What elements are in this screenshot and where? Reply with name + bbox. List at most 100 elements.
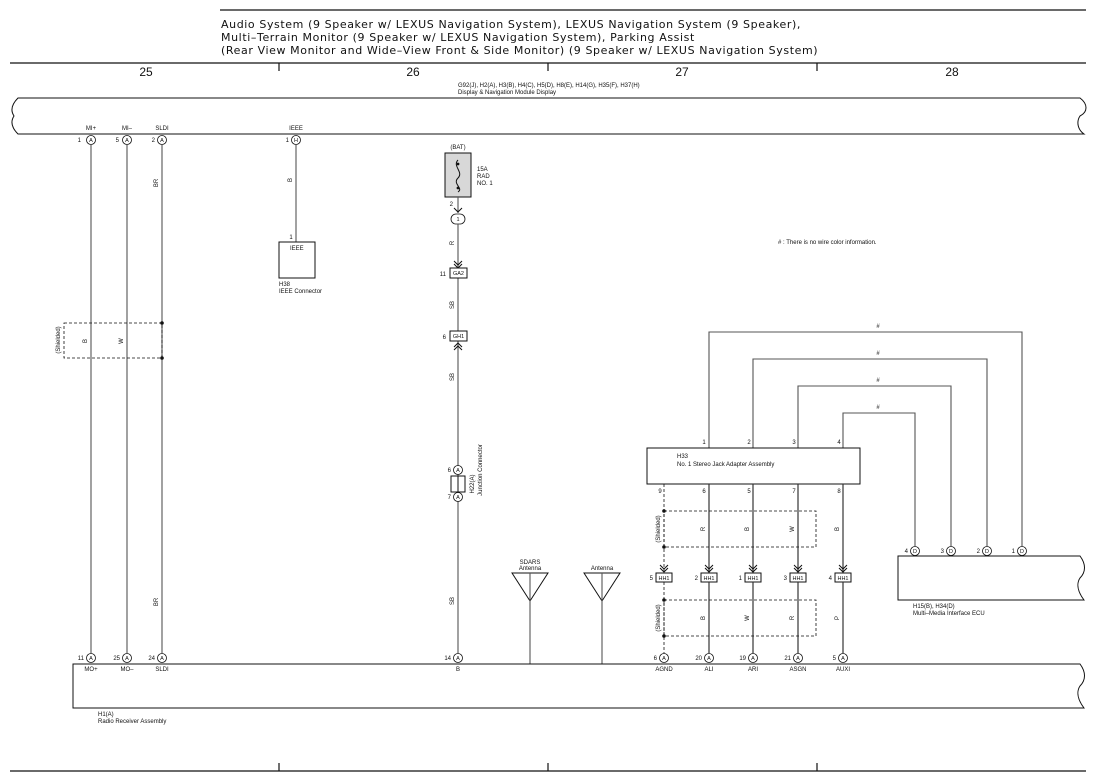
pin-number: 7 bbox=[448, 495, 452, 501]
stereo-jack-code: H33 bbox=[677, 454, 689, 460]
pin-connector-letter: D bbox=[913, 549, 917, 555]
pin-number: 11 bbox=[78, 656, 85, 662]
stereo-jack-name: No. 1 Stereo Jack Adapter Assembly bbox=[677, 462, 774, 468]
pin-connector-letter: A bbox=[89, 138, 93, 144]
pin-connector-letter: A bbox=[89, 656, 93, 662]
shield-box bbox=[663, 510, 817, 548]
pin-number: 25 bbox=[113, 656, 120, 662]
inline-connector-gh1 bbox=[449, 330, 468, 342]
pin-label: ASGN bbox=[789, 667, 806, 673]
pin-connector-letter: A bbox=[662, 656, 666, 662]
column-number-25: 25 bbox=[139, 65, 153, 79]
pin-number: 6 bbox=[448, 468, 452, 474]
inline-connector-code: GH1 bbox=[453, 334, 464, 340]
wire-color-b: B bbox=[83, 339, 89, 343]
wire-color-br: BR bbox=[154, 178, 160, 187]
pin-number: 4 bbox=[905, 549, 909, 555]
ieee-connector-label: IEEE bbox=[290, 246, 304, 252]
pin-circle bbox=[291, 135, 301, 145]
stereo-jack-box bbox=[646, 447, 861, 485]
pin-number: 5 bbox=[833, 656, 837, 662]
jack-bottom-pin: 8 bbox=[837, 489, 841, 495]
wire-color-sb: SB bbox=[450, 373, 456, 381]
junction-pin-a bbox=[453, 465, 463, 475]
mmi-ecu-code: H15(B), H34(D) bbox=[913, 604, 955, 610]
hh1-connectors: HH1 5 HH1 2 HH1 1 HH1 3 HH1 4 (Shielded)… bbox=[650, 572, 852, 653]
header-line-3: (Rear View Monitor and Wide–View Front &… bbox=[221, 44, 818, 57]
hh1-code: HH1 bbox=[837, 576, 848, 582]
antennas: SDARS Antenna Antenna bbox=[511, 560, 621, 664]
pin-label-mi-plus: MI+ bbox=[86, 126, 97, 132]
fuse-source: (BAT) bbox=[450, 145, 465, 151]
wire-color-w: W bbox=[790, 526, 796, 532]
fuse-box bbox=[444, 152, 472, 198]
jack-top-pin: 3 bbox=[792, 440, 796, 446]
pin-circle bbox=[122, 135, 132, 145]
wire-hash-2 bbox=[752, 358, 988, 546]
pin-connector-letter: D bbox=[949, 549, 953, 555]
wires-column-25: BR BR (Shielded) B W bbox=[56, 145, 164, 653]
header-line-2: Multi–Terrain Monitor (9 Speaker w/ LEXU… bbox=[221, 31, 695, 44]
pin-connector-letter: D bbox=[1020, 549, 1024, 555]
pin-circle bbox=[86, 135, 96, 145]
wire-color-p: P bbox=[835, 616, 841, 620]
header-line-1: Audio System (9 Speaker w/ LEXUS Navigat… bbox=[221, 18, 801, 31]
wire-color-b: B bbox=[701, 616, 707, 620]
wire-hash-4 bbox=[842, 412, 916, 546]
wire-color-br: BR bbox=[154, 597, 160, 606]
hh1-code: HH1 bbox=[792, 576, 803, 582]
display-module-body bbox=[11, 97, 1087, 135]
pin-number: 5 bbox=[116, 138, 120, 144]
pin-connector-letter: A bbox=[751, 656, 755, 662]
display-navigation-module: G92(J), H2(A), H3(B), H4(C), H5(D), H8(E… bbox=[11, 83, 1087, 135]
pin-label: MO– bbox=[120, 667, 134, 673]
column-number-28: 28 bbox=[945, 65, 959, 79]
wire-hash-3 bbox=[797, 385, 952, 546]
shielded-label: (Shielded) bbox=[56, 326, 62, 353]
pin-label: ALI bbox=[704, 667, 713, 673]
mmi-ecu-body bbox=[897, 555, 1085, 601]
wire-color-r: R bbox=[790, 615, 796, 620]
ieee-pin-number: 1 bbox=[289, 235, 293, 241]
junction-pin-b bbox=[453, 492, 463, 502]
pin-label-ieee: IEEE bbox=[289, 126, 303, 132]
pin-connector-letter: A bbox=[796, 656, 800, 662]
pin-label-sldi: SLDI bbox=[155, 126, 169, 132]
pin-number: 24 bbox=[148, 656, 155, 662]
jack-top-pin: 2 bbox=[747, 440, 751, 446]
inline-connector-pin: 11 bbox=[440, 272, 447, 278]
shielded-label: (Shielded) bbox=[656, 604, 662, 631]
hh1-code: HH1 bbox=[658, 576, 669, 582]
pin-label: SLDI bbox=[155, 667, 169, 673]
ieee-connector-box bbox=[278, 241, 316, 279]
antenna-name: Antenna bbox=[591, 566, 614, 572]
hh1-pin: 2 bbox=[695, 576, 699, 582]
wire-color-note: # : There is no wire color information. bbox=[778, 240, 877, 246]
jack-bottom-pin: 5 bbox=[747, 489, 751, 495]
pin-connector-letter: A bbox=[707, 656, 711, 662]
fuse-name: RAD bbox=[477, 174, 490, 180]
hh1-pin: 3 bbox=[784, 576, 788, 582]
wire-hash-1 bbox=[708, 331, 1023, 546]
footer-rule bbox=[10, 763, 1086, 772]
pin-number: 1 bbox=[286, 138, 290, 144]
fuse-number: NO. 1 bbox=[477, 181, 493, 187]
pin-number: 2 bbox=[977, 549, 981, 555]
jack-bottom-pin: 6 bbox=[702, 489, 706, 495]
stereo-jack-adapter: # : There is no wire color information. … bbox=[646, 240, 1023, 573]
antenna-name: SDARS bbox=[520, 560, 541, 566]
pin-label: AGND bbox=[655, 667, 673, 673]
junction-block-number: 1 bbox=[456, 217, 459, 223]
ieee-connector-code: H38 bbox=[279, 282, 291, 288]
jack-top-pin: 1 bbox=[702, 440, 706, 446]
pin-number: 2 bbox=[152, 138, 156, 144]
pin-number: 1 bbox=[78, 138, 82, 144]
jack-top-pin: 4 bbox=[837, 440, 841, 446]
pin-connector-letter: H bbox=[294, 138, 298, 144]
wire-color-unknown: # bbox=[876, 378, 880, 384]
hh1-pin: 4 bbox=[829, 576, 833, 582]
pin-label-mi-minus: MI– bbox=[122, 126, 133, 132]
power-circuit: (BAT) 15A RAD NO. 1 2 1 R GA2 11 SB GH1 … bbox=[440, 145, 493, 653]
pin-label: ARI bbox=[748, 667, 758, 673]
